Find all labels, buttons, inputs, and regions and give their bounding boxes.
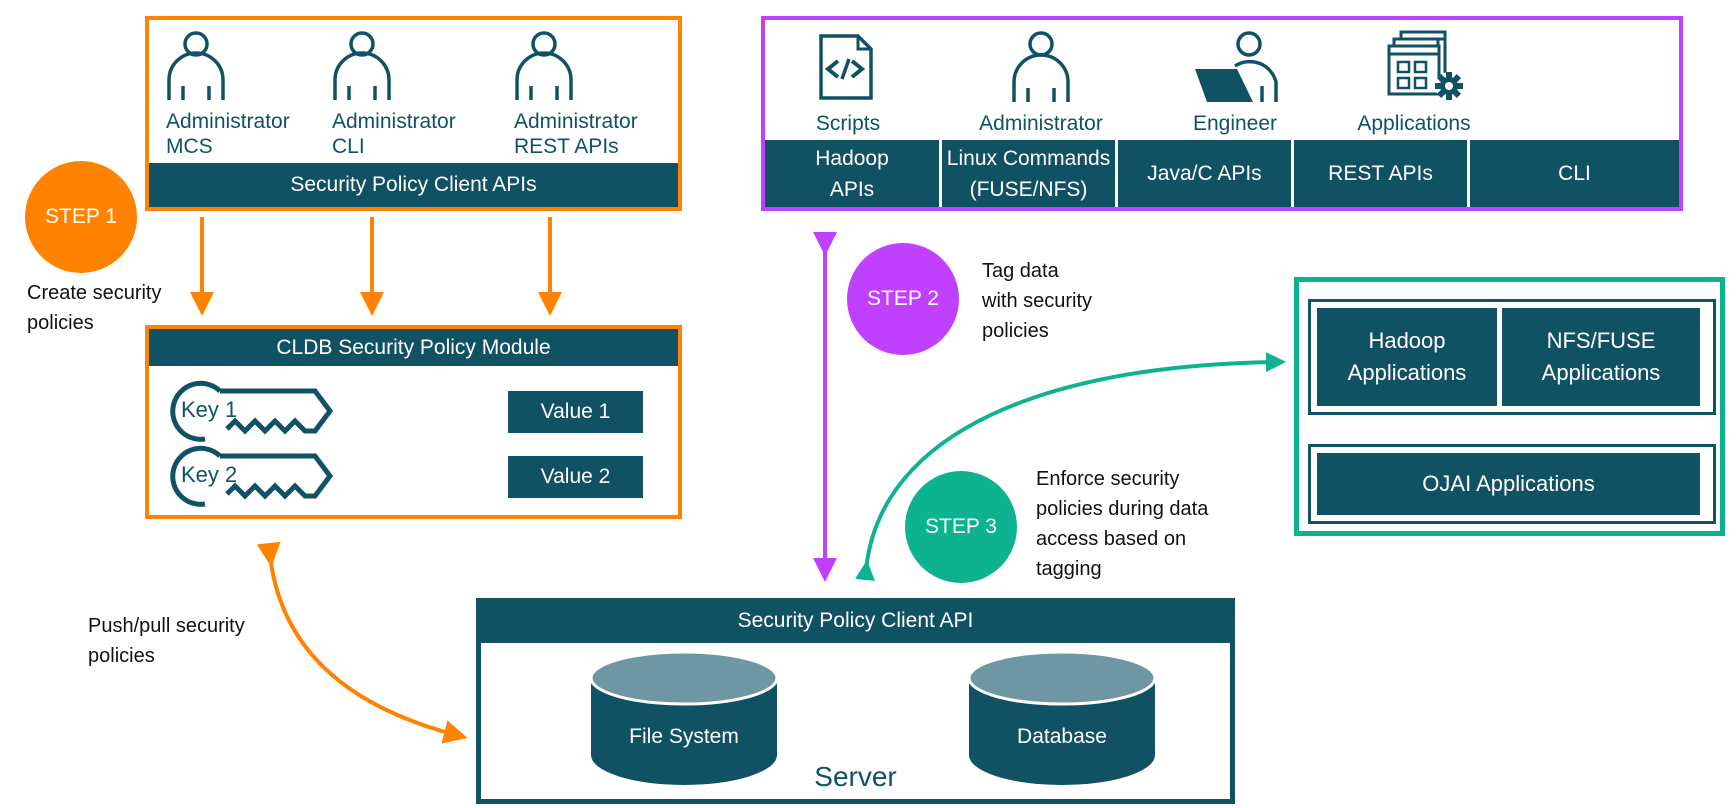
interface-label-line: Hadoop [815, 146, 889, 170]
script-file-icon [819, 34, 873, 100]
actor-label-scripts: Scripts [815, 112, 881, 135]
file-system-cylinder-icon [589, 650, 779, 785]
server-panel: Security Policy Client API File System D… [476, 598, 1235, 804]
step1-caption: Create security policies [27, 278, 162, 338]
interface-hadoop-apis: Hadoop APIs [765, 140, 939, 207]
ojai-applications: OJAI Applications [1317, 453, 1700, 515]
arrow-enforce [855, 352, 1286, 581]
app-label-line: Applications [1541, 360, 1661, 385]
step2-badge: STEP 2 [847, 243, 959, 355]
client-label-cli: Administrator CLI [332, 109, 456, 159]
person-icon [1012, 31, 1070, 102]
app-label-line: Hadoop [1368, 328, 1446, 353]
store-label-file-system: File System [629, 725, 739, 748]
key-label: Key 2 [181, 462, 238, 487]
app-label-line: Applications [1347, 360, 1467, 385]
interface-label-line: APIs [829, 177, 875, 201]
data-access-interfaces-panel: Scripts Administrator Engineer Applicati… [761, 16, 1683, 211]
interface-linux-commands: Linux Commands (FUSE/NFS) [942, 140, 1115, 207]
actor-label-administrator: Administrator [979, 112, 1103, 135]
step3-badge: STEP 3 [905, 471, 1017, 583]
step3-caption: Enforce security policies during data ac… [1036, 464, 1208, 584]
value-box: Value 1 [508, 391, 643, 433]
nfs-fuse-applications: NFS/FUSE Applications [1502, 308, 1700, 406]
client-label-line: REST APIs [514, 135, 619, 158]
security-policy-clients-panel: Administrator MCS Administrator CLI Admi… [145, 16, 682, 211]
hadoop-nfs-group: Hadoop Applications NFS/FUSE Application… [1308, 299, 1716, 415]
step3-caption-line: access based on [1036, 528, 1187, 550]
client-label-line: Administrator [166, 110, 290, 133]
engineer-laptop-icon [1195, 31, 1278, 102]
security-policy-client-api-bar: Security Policy Client API [476, 598, 1235, 643]
actor-label-engineer: Engineer [1192, 112, 1278, 135]
arrow-push-pull [256, 541, 468, 744]
client-label-line: Administrator [514, 110, 638, 133]
step2-caption-line: policies [982, 320, 1049, 342]
step1-badge: STEP 1 [25, 161, 137, 273]
actor-label-applications: Applications [1357, 112, 1471, 135]
client-label-line: MCS [166, 135, 213, 158]
cldb-title-bar: CLDB Security Policy Module [149, 329, 678, 366]
interface-label-line: (FUSE/NFS) [969, 177, 1088, 201]
applications-gear-icon [1387, 30, 1463, 100]
step2-caption-line: Tag data [982, 260, 1059, 282]
key-icon [170, 445, 334, 507]
key-icon [170, 380, 334, 442]
interface-rest-apis: REST APIs [1294, 140, 1467, 207]
cldb-security-policy-module: CLDB Security Policy Module Key 1 Value … [145, 325, 682, 519]
value-box: Value 2 [508, 456, 643, 498]
push-pull-caption: Push/pull security policies [88, 611, 245, 671]
ojai-group: OJAI Applications [1308, 444, 1716, 524]
interface-java-c-apis: Java/C APIs [1118, 140, 1291, 207]
client-label-rest: Administrator REST APIs [514, 109, 638, 159]
step3-caption-line: policies during data [1036, 498, 1209, 520]
client-label-mcs: Administrator MCS [166, 109, 290, 159]
interface-cli: CLI [1470, 140, 1679, 207]
client-label-line: CLI [332, 135, 365, 158]
database-cylinder-icon [967, 650, 1157, 785]
hadoop-applications: Hadoop Applications [1317, 308, 1497, 406]
step1-caption-line: policies [27, 312, 94, 334]
push-pull-caption-line: Push/pull security [88, 615, 245, 637]
store-label-database: Database [1017, 725, 1107, 748]
server-label: Server [814, 761, 897, 792]
person-icon [333, 31, 391, 100]
client-label-line: Administrator [332, 110, 456, 133]
app-label-line: NFS/FUSE [1546, 328, 1656, 353]
applications-panel: Hadoop Applications NFS/FUSE Application… [1294, 277, 1725, 536]
step2-caption-line: with security [982, 290, 1093, 312]
step3-caption-line: tagging [1036, 558, 1102, 580]
person-icon [167, 31, 225, 100]
interface-label-line: Linux Commands [946, 146, 1111, 170]
step1-caption-line: Create security [27, 282, 162, 304]
push-pull-caption-line: policies [88, 645, 155, 667]
security-policy-client-apis-bar: Security Policy Client APIs [149, 163, 678, 207]
step2-caption: Tag data with security policies [982, 256, 1092, 346]
person-icon [515, 31, 573, 100]
step3-caption-line: Enforce security [1036, 468, 1180, 490]
key-label: Key 1 [181, 397, 238, 422]
